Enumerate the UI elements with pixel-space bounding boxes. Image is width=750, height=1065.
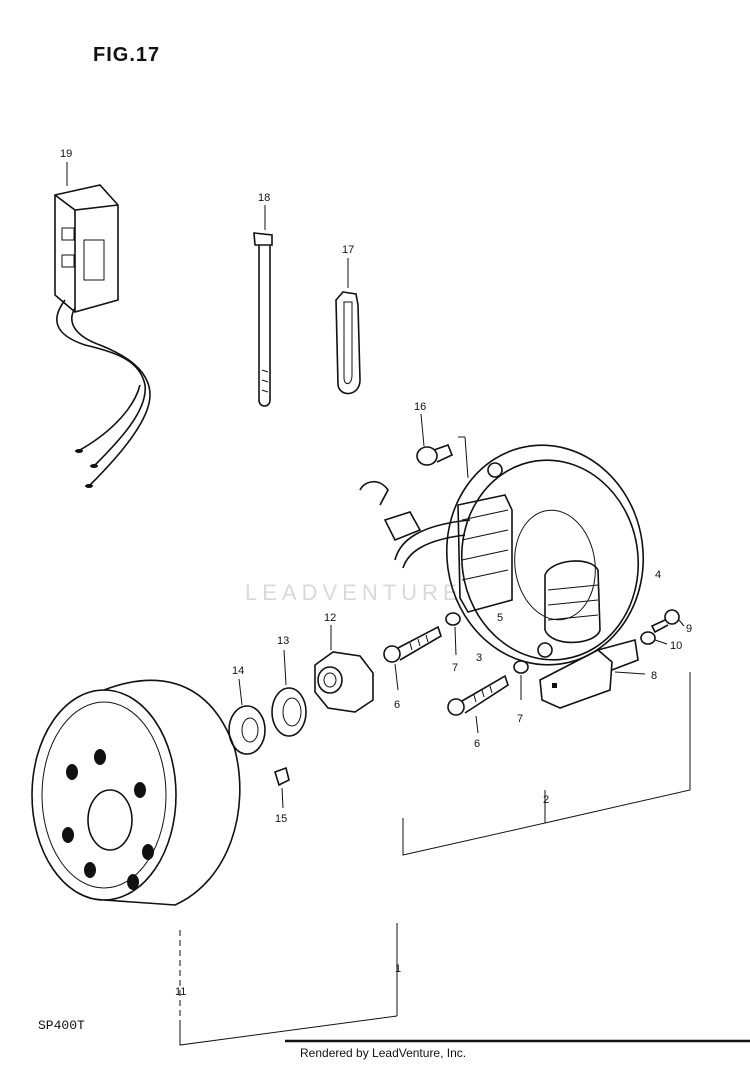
callout-19: 19 xyxy=(60,148,72,160)
small-screw xyxy=(650,609,680,634)
callout-9: 9 xyxy=(686,623,692,635)
watermark: LEADVENTURE xyxy=(245,580,463,605)
stator-screw-lower xyxy=(447,674,509,716)
callout-6-lower: 6 xyxy=(474,738,480,750)
callout-15: 15 xyxy=(275,813,287,825)
callout-10: 10 xyxy=(670,640,682,652)
callout-7-lower: 7 xyxy=(517,713,523,725)
callout-2: 2 xyxy=(543,794,549,806)
callout-16: 16 xyxy=(414,401,426,413)
callout-17: 17 xyxy=(342,244,354,256)
flywheel-rotor xyxy=(31,679,241,906)
lock-washer xyxy=(271,687,307,737)
small-washer xyxy=(640,631,656,645)
callout-11: 11 xyxy=(175,986,186,998)
screw xyxy=(416,443,454,466)
rendered-by-credit: Rendered by LeadVenture, Inc. xyxy=(300,1046,467,1060)
regulator-unit xyxy=(54,184,151,488)
callout-12: 12 xyxy=(324,612,336,624)
washer-upper xyxy=(445,612,461,626)
callout-3: 3 xyxy=(476,652,482,664)
washer-lower xyxy=(513,660,529,674)
callout-7-upper: 7 xyxy=(452,662,458,674)
pickup-coil xyxy=(539,638,639,709)
figure-title: FIG.17 xyxy=(93,44,161,66)
callout-5: 5 xyxy=(497,612,503,624)
woodruff-key xyxy=(274,766,290,787)
callout-1: 1 xyxy=(395,963,401,975)
wire-clamp xyxy=(335,291,361,395)
callout-14: 14 xyxy=(232,665,244,677)
flywheel-washer xyxy=(228,705,266,755)
flywheel-nut xyxy=(314,651,374,713)
diagram-code: SP400T xyxy=(38,1018,85,1033)
stator-screw-upper xyxy=(383,625,442,663)
callout-4: 4 xyxy=(655,569,661,581)
callout-8: 8 xyxy=(651,670,657,682)
callout-6-upper: 6 xyxy=(394,699,400,711)
callout-13: 13 xyxy=(277,635,289,647)
stator-assembly xyxy=(359,444,645,666)
cable-tie xyxy=(253,232,273,407)
callout-18: 18 xyxy=(258,192,270,204)
